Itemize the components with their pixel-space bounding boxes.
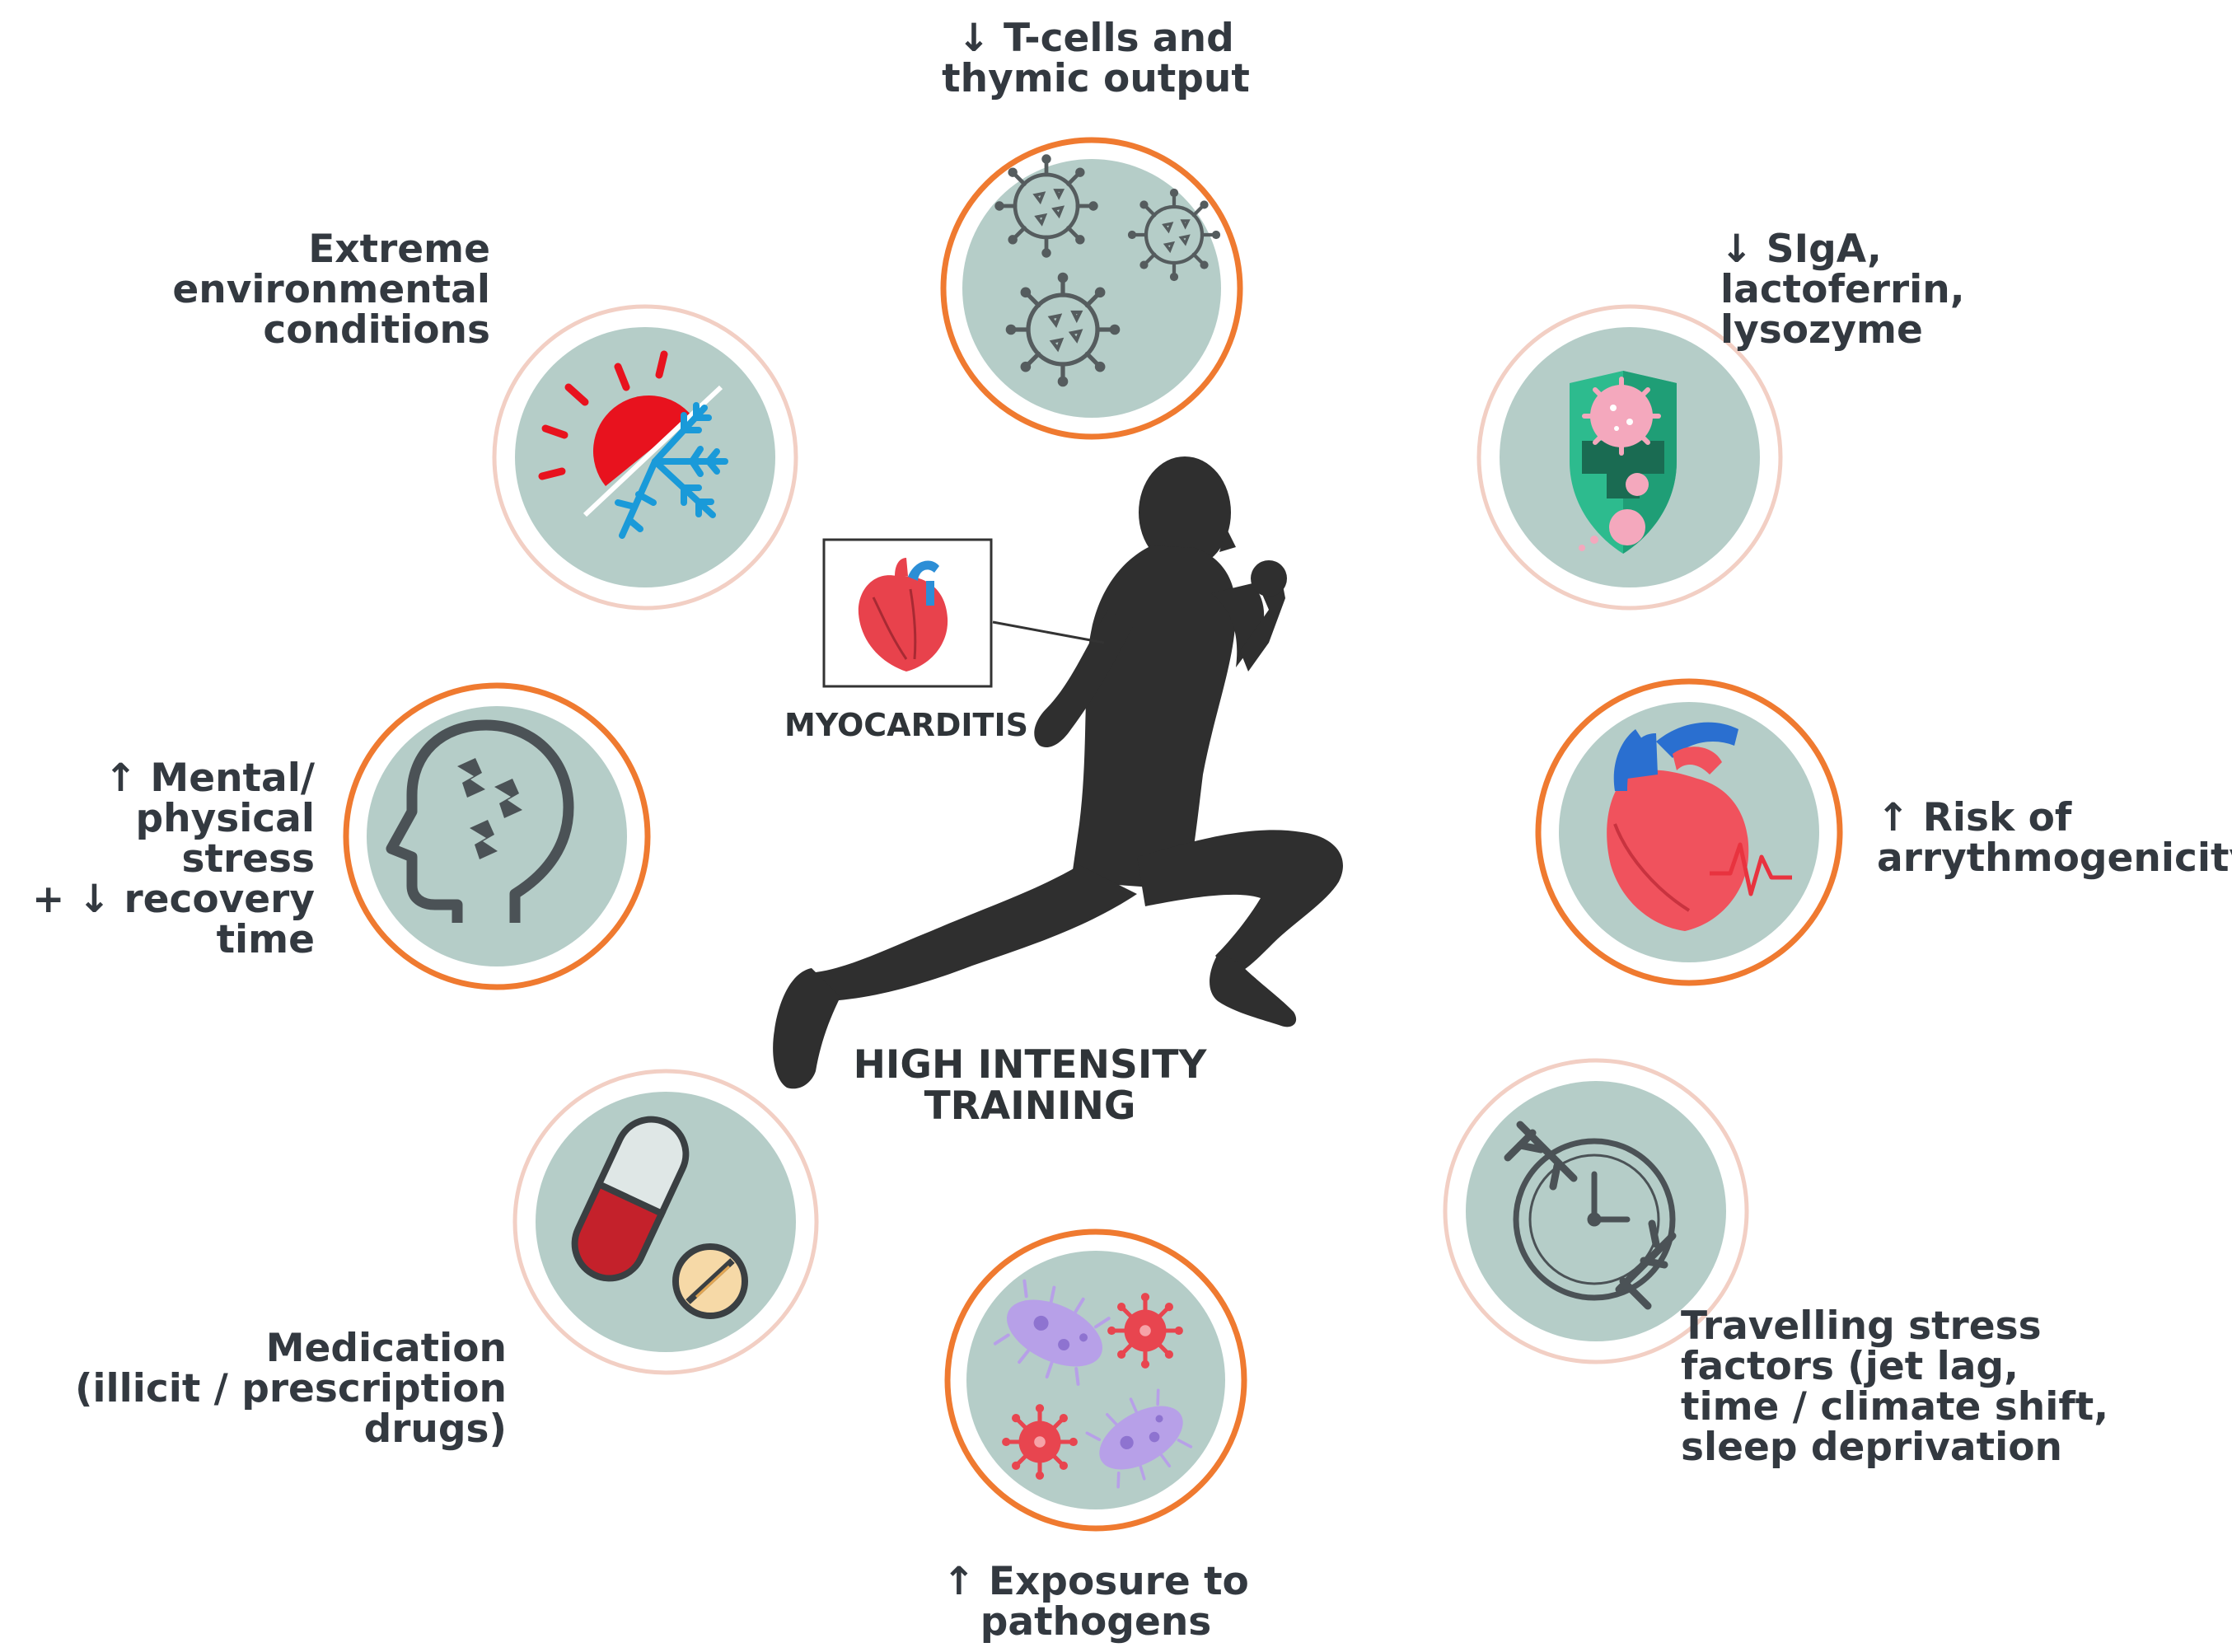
pill-capsule-icon: [571, 1116, 748, 1319]
label-arrhythmia: ↑ Risk of arrythmogenicity: [1877, 795, 2232, 881]
label-medication: Medication (illicit / prescription drugs…: [74, 1326, 507, 1452]
node-tcells: [940, 137, 1243, 440]
node-siga: [1476, 304, 1783, 611]
heart-ecg-icon: [1607, 722, 1792, 931]
label-siga: ↓ SIgA, lactoferrin, lysozyme: [1720, 227, 1965, 353]
node-arrhythmia: [1535, 678, 1843, 986]
heart-icon: [858, 558, 948, 672]
node-medication: [512, 1069, 819, 1375]
node-pathogens: [944, 1228, 1247, 1532]
label-pathogens: ↑ Exposure to pathogens: [943, 1559, 1249, 1645]
stressed-head-icon: [386, 719, 574, 923]
node-travel: [1443, 1058, 1749, 1364]
label-stress: ↑ Mental/ physical stress + ↓ recovery t…: [31, 756, 315, 962]
node-stress: [343, 682, 651, 990]
label-travel: Travelling stress factors (jet lag, time…: [1681, 1303, 2109, 1470]
clock-airplanes-icon: [1504, 1121, 1677, 1310]
shield-cross-icon: [1570, 371, 1677, 554]
node-environment: [492, 304, 798, 611]
label-environment: Extreme environmental conditions: [172, 227, 490, 353]
myocarditis-inset: [822, 538, 1105, 688]
myocarditis-label: MYOCARDITIS: [784, 707, 1028, 743]
center-title: HIGH INTENSITY TRAINING: [853, 1042, 1207, 1129]
label-tcells: ↓ T-cells and thymic output: [942, 16, 1250, 101]
sun-snowflake-icon: [538, 350, 728, 539]
runner-silhouette: [773, 456, 1343, 1089]
